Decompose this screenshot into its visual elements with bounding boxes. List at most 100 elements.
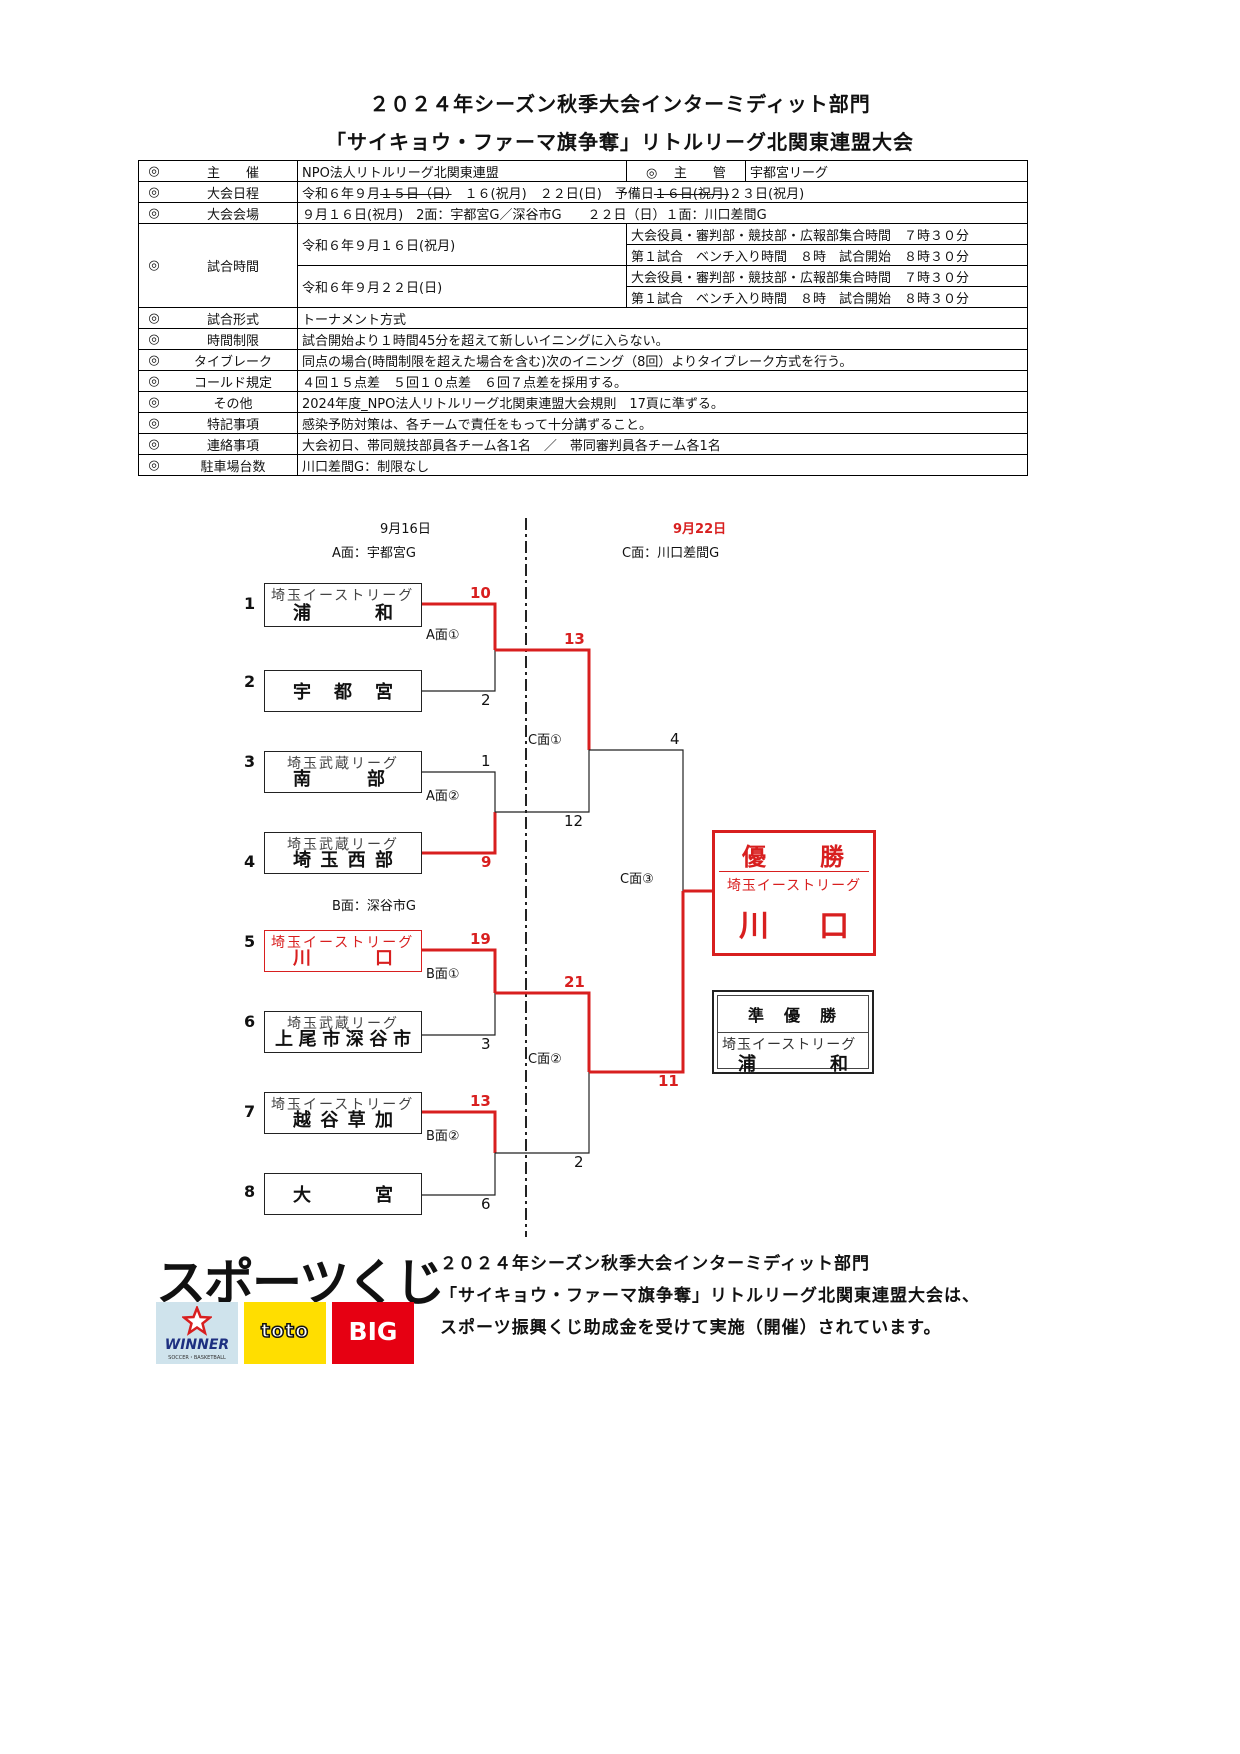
row-dates: ◎ 大会日程 令和６年９月１５日（日） １６(祝月) ２２日(日) 予備日１６日… xyxy=(138,181,1028,203)
site-b: B面：深谷市G xyxy=(332,899,416,914)
special-value: 感染予防対策は、各チームで責任をもって十分講ずること。 xyxy=(297,412,1028,434)
team-name-char: 深 xyxy=(345,1029,364,1050)
score-g1-top: 10 xyxy=(470,584,491,602)
team-box-3: 埼玉武蔵リーグ 南 部 xyxy=(264,751,422,793)
mark: ◎ xyxy=(138,328,169,350)
score-g5-bot: 12 xyxy=(564,812,584,830)
manager-value: 宇都宮リーグ xyxy=(745,160,1028,182)
parking-value: 川口差間G：制限なし xyxy=(297,454,1028,476)
team-name: 浦 和 xyxy=(271,599,415,625)
team-box-8: 大 宮 xyxy=(264,1173,422,1215)
team-name-char: 宇 xyxy=(293,682,311,703)
team-name: 川 口 xyxy=(271,944,415,970)
row-time-1: ◎ 試合時間 令和６年９月１６日(祝月) 大会役員・審判部・競技部・広報部集合時… xyxy=(138,223,1028,308)
toto-logo-text: toto xyxy=(260,1319,310,1343)
score-g2-bot: 9 xyxy=(481,853,492,871)
mark: ◎ xyxy=(138,202,169,224)
limit-value: 試合開始より１時間45分を超えて新しいイニングに入らない。 xyxy=(297,328,1028,350)
tiebreak-value: 同点の場合(時間制限を超えた場合を含む)次のイニング（8回）よりタイブレーク方式… xyxy=(297,349,1028,371)
row-organizer: ◎ 主 催 NPO法人リトルリーグ北関東連盟 ◎ 主 管 宇都宮リーグ xyxy=(138,160,1028,182)
team-name-char: 口 xyxy=(375,948,393,969)
g1-bot-line xyxy=(421,650,496,692)
row-contact: ◎ 連絡事項 大会初日、帯同競技部員各チーム各1名 ／ 帯同審判員各チーム各1名 xyxy=(138,433,1028,455)
manager-label-text: 主 管 xyxy=(673,165,726,181)
seed-8: 8 xyxy=(244,1182,256,1201)
mark: ◎ xyxy=(138,370,169,392)
team-league: 埼玉武蔵リーグ xyxy=(287,756,399,772)
team-name-char: 宮 xyxy=(375,1185,393,1206)
champion-name-char: 川 xyxy=(739,909,769,944)
team-name-char: 西 xyxy=(347,850,366,871)
runner-up-inner: 準 優 勝 埼玉イーストリーグ 浦 和 xyxy=(717,995,869,1075)
big-logo-text: BIG xyxy=(348,1317,398,1346)
mark: ◎ xyxy=(138,223,169,308)
team-box-6: 埼玉武蔵リーグ 上 尾 市 深 谷 市 xyxy=(264,1011,422,1053)
organizer-label: 主 催 xyxy=(169,160,298,182)
contact-label: 連絡事項 xyxy=(169,433,298,455)
score-g2-top: 1 xyxy=(481,752,491,770)
mark: ◎ xyxy=(138,307,169,329)
mark: ◎ xyxy=(138,454,169,476)
mark: ◎ xyxy=(138,391,169,413)
team-box-5: 埼玉イーストリーグ 川 口 xyxy=(264,930,422,972)
star-icon xyxy=(182,1306,212,1336)
row-parking: ◎ 駐車場台数 川口差間G：制限なし xyxy=(138,454,1028,476)
info-table: ◎ 主 催 NPO法人リトルリーグ北関東連盟 ◎ 主 管 宇都宮リーグ ◎ 大会… xyxy=(138,160,1028,476)
runner-up-league: 埼玉イーストリーグ xyxy=(722,1037,857,1053)
seed-5: 5 xyxy=(244,932,256,951)
seed-7: 7 xyxy=(244,1102,256,1121)
team-name-char: 南 xyxy=(293,769,311,790)
runner-up-name: 浦 和 xyxy=(738,1050,848,1076)
row-time-2: 第１試合 ベンチ入り時間 ８時 試合開始 ８時３０分 xyxy=(139,244,1028,266)
mark: ◎ xyxy=(138,412,169,434)
dates-part-c: ２３日(祝月) xyxy=(729,186,805,202)
team-name: 越 谷 草 加 xyxy=(271,1106,415,1132)
dates-label: 大会日程 xyxy=(169,181,298,203)
time-day2-line1: 大会役員・審判部・競技部・広報部集合時間 ７時３０分 xyxy=(626,265,1028,287)
organizer-value: NPO法人リトルリーグ北関東連盟 xyxy=(297,160,627,182)
team-box-2: 宇 都 宮 xyxy=(264,670,422,712)
limit-label: 時間制限 xyxy=(169,328,298,350)
team-name-char: 部 xyxy=(374,850,393,871)
team-name-char: 浦 xyxy=(293,603,311,624)
champion-title: 優 勝 xyxy=(742,843,846,871)
champion-divider xyxy=(719,871,869,872)
team-name: 大 宮 xyxy=(271,1174,415,1214)
team-name-char: 谷 xyxy=(369,1029,388,1050)
score-g1-bot: 2 xyxy=(481,691,491,709)
team-league: 埼玉武蔵リーグ xyxy=(287,837,399,853)
court-b1: B面① xyxy=(426,967,460,982)
dates-part-b: １６(祝月) ２２日(日) 予備日 xyxy=(464,186,654,202)
dates-value: 令和６年９月１５日（日） １６(祝月) ２２日(日) 予備日１６日(祝月)２３日… xyxy=(297,181,1028,203)
g6-bot-line xyxy=(495,1072,590,1154)
champion-name: 川 口 xyxy=(739,901,849,945)
called-label: コールド規定 xyxy=(169,370,298,392)
venue-label: 大会会場 xyxy=(169,202,298,224)
team-name-char: 市 xyxy=(322,1029,341,1050)
row-special: ◎ 特記事項 感染予防対策は、各チームで責任をもって十分講ずること。 xyxy=(138,412,1028,434)
called-value: ４回１５点差 ５回１０点差 ６回７点差を採用する。 xyxy=(297,370,1028,392)
champion-box: 優 勝 埼玉イーストリーグ 川 口 xyxy=(712,830,876,956)
g5-bot-line xyxy=(495,750,590,813)
seed-6: 6 xyxy=(244,1012,256,1031)
site-c: C面：川口差間G xyxy=(622,546,720,561)
score-final-top: 4 xyxy=(670,730,680,748)
time-label: 試合時間 xyxy=(169,223,298,308)
team-name-char: 玉 xyxy=(320,850,339,871)
team-league: 埼玉武蔵リーグ xyxy=(287,1016,399,1032)
team-name-char: 和 xyxy=(375,603,393,624)
runner-up-box: 準 優 勝 埼玉イーストリーグ 浦 和 xyxy=(712,990,874,1075)
time-day2-line2: 第１試合 ベンチ入り時間 ８時 試合開始 ８時３０分 xyxy=(626,286,1028,308)
score-g3-top: 19 xyxy=(470,930,491,948)
contact-value: 大会初日、帯同競技部員各チーム各1名 ／ 帯同審判員各チーム各1名 xyxy=(297,433,1028,455)
team-name-char: 市 xyxy=(392,1029,411,1050)
court-c3: C面③ xyxy=(620,872,654,887)
team-league: 埼玉イーストリーグ xyxy=(271,588,415,604)
runner-up-divider xyxy=(718,1032,868,1033)
score-g4-bot: 6 xyxy=(481,1195,491,1213)
seed-1: 1 xyxy=(244,594,256,613)
team-box-7: 埼玉イーストリーグ 越 谷 草 加 xyxy=(264,1092,422,1134)
venue-value: ９月１６日(祝月) 2面：宇都宮G／深谷市G ２２日（日）１面：川口差間G xyxy=(297,202,1028,224)
team-name-char: 草 xyxy=(347,1110,366,1131)
time-day1: 令和６年９月１６日(祝月) xyxy=(297,223,627,266)
